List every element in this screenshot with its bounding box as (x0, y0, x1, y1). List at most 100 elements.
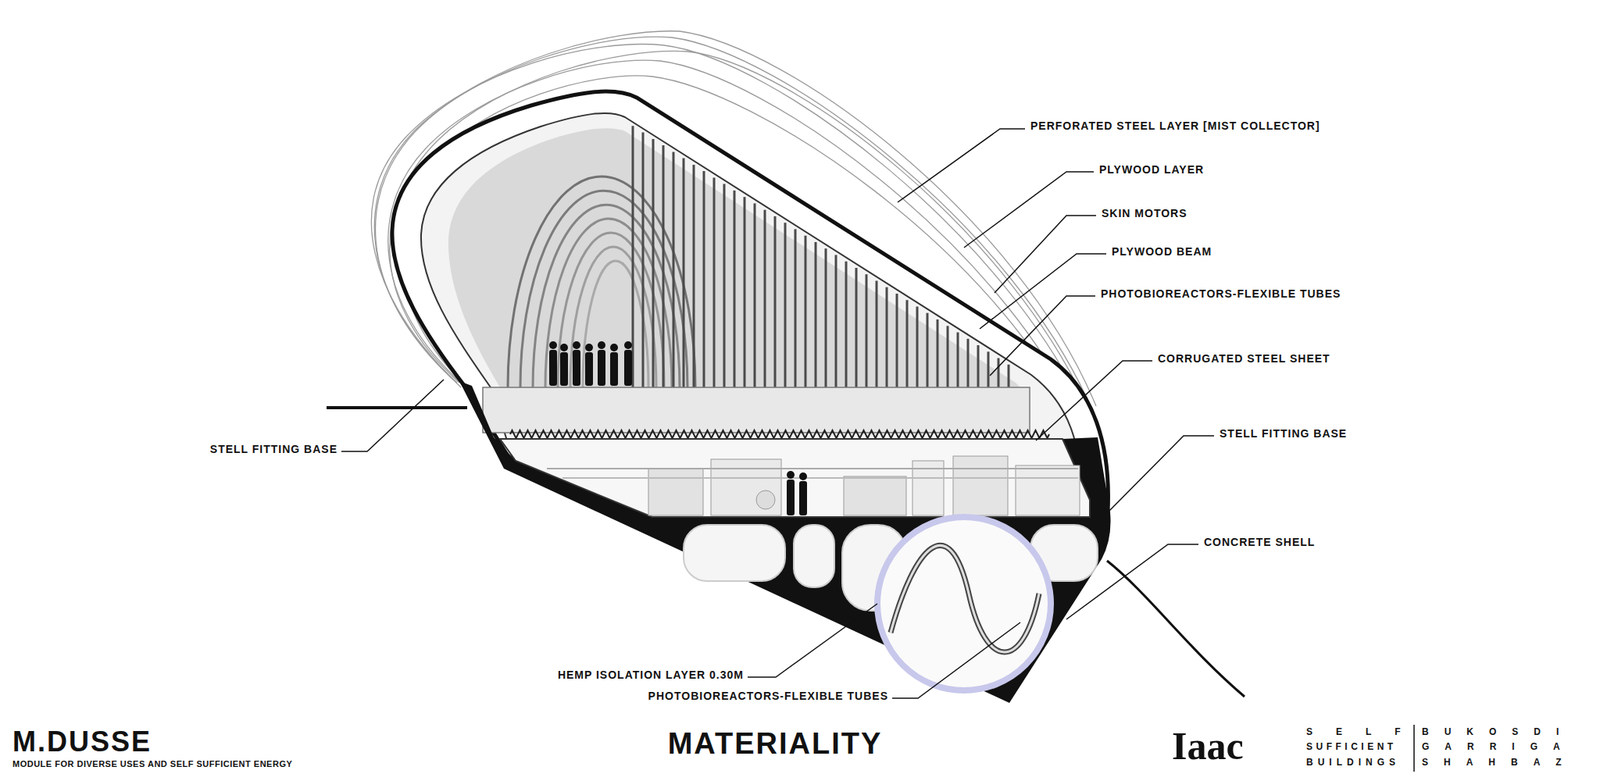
photobioreactor-tube (890, 545, 1040, 653)
author-name: GARRIGA (1421, 742, 1576, 753)
leader-lines (989, 296, 1096, 376)
hall-floor (482, 387, 1030, 433)
corrugated-sheet (510, 430, 1050, 439)
leader-lines (1066, 544, 1199, 620)
people-silhouettes (597, 350, 606, 386)
photobioreactor-tube (890, 545, 1040, 653)
plywood-beams (835, 254, 838, 388)
hall-interior (448, 128, 1021, 388)
program-name: BUILDINGS (1306, 757, 1400, 768)
plywood-beams (713, 177, 716, 388)
hall-interior (448, 128, 1021, 388)
plywood-beams (662, 145, 665, 388)
project-subtitle: MODULE FOR DIVERSE USES AND SELF SUFFICI… (12, 759, 293, 769)
insulation-chambers (683, 517, 1098, 691)
plywood-beams (794, 228, 797, 388)
people-silhouettes (585, 343, 593, 352)
plywood-beams (753, 203, 757, 388)
leader-lines (1107, 435, 1215, 514)
plywood-beams (682, 158, 686, 388)
vault-arches (507, 176, 696, 388)
callout-label: PERFORATED STEEL LAYER [MIST COLLECTOR] (1030, 120, 1321, 133)
corrugated-sheet (510, 430, 1050, 439)
callout-label: PLYWOOD LAYER (1099, 164, 1204, 176)
ground-lines (326, 406, 468, 410)
sheet-title: MATERIALITY (667, 728, 883, 761)
ground-lines (1107, 560, 1245, 697)
people-silhouettes (572, 350, 581, 386)
plywood-beams (814, 242, 818, 388)
plywood-beams (784, 222, 787, 388)
vault-arches (507, 176, 696, 388)
plywood-beams (845, 261, 848, 388)
author-name: BUKOSDI (1421, 727, 1575, 738)
people-silhouettes (585, 352, 593, 386)
leader-lines (964, 171, 1094, 248)
plywood-beams (652, 139, 655, 388)
ground-lines (326, 407, 1245, 697)
callout-label: PHOTOBIOREACTORS-FLEXIBLE TUBES (648, 690, 889, 703)
program-name: SELF (1306, 727, 1425, 738)
project-name: M.DUSSE (12, 726, 152, 758)
plywood-beams (916, 307, 919, 389)
people-silhouettes (549, 350, 558, 386)
mechanical-room (500, 439, 1090, 518)
people-silhouettes (624, 350, 633, 386)
plywood-beams (957, 332, 960, 389)
author-name: SHAHBAZ (1421, 757, 1578, 768)
plywood-beams (632, 125, 1009, 388)
people-silhouettes (799, 472, 808, 481)
logo: Iaac (1171, 725, 1244, 768)
plywood-beams (764, 210, 767, 388)
plywood-beams (1007, 364, 1011, 388)
people-silhouettes (786, 471, 795, 479)
mechanical-room (500, 439, 1090, 518)
vault-arches (582, 260, 649, 388)
insulation-chambers (793, 525, 835, 588)
plywood-beams (743, 196, 747, 388)
leader-lines (897, 128, 1025, 203)
callout-label: HEMP ISOLATION LAYER 0.30M (557, 669, 744, 682)
leader-lines (979, 253, 1107, 329)
plywood-beams (946, 325, 950, 388)
concrete-shell (459, 381, 1111, 704)
insulation-chambers (683, 525, 786, 582)
people-silhouettes (597, 341, 606, 350)
people-silhouettes (610, 352, 618, 386)
leader-lines (892, 622, 1021, 699)
plywood-beams (926, 313, 929, 388)
plywood-beams (875, 281, 879, 389)
plywood-beams (703, 171, 706, 388)
vault-arches (557, 232, 665, 388)
callout-label: CORRUGATED STEEL SHEET (1157, 353, 1331, 365)
leader-lines (1035, 360, 1153, 441)
plywood-beams (936, 319, 940, 388)
plywood-beams (774, 216, 777, 388)
plywood-beams (977, 345, 980, 388)
plywood-beams (642, 132, 645, 388)
people-silhouettes (572, 341, 581, 350)
plywood-beams (865, 274, 868, 388)
plywood-beams (906, 300, 909, 388)
leader-lines (341, 128, 1215, 699)
callout-label: PLYWOOD BEAM (1111, 246, 1212, 258)
plywood-beams (997, 358, 1000, 389)
vault-arches (532, 204, 680, 388)
plywood-beams (632, 125, 635, 388)
mechanical-room (710, 459, 782, 516)
mechanical-room (1015, 465, 1080, 516)
plywood-beams (804, 235, 808, 388)
people-silhouettes (799, 481, 808, 516)
plywood-beams (692, 164, 696, 388)
people-silhouettes (624, 341, 633, 350)
plywood-beams (723, 184, 726, 388)
plywood-beams (733, 190, 736, 388)
plywood-beams (825, 248, 828, 388)
mechanical-room (843, 476, 907, 516)
plywood-beams (885, 287, 889, 388)
mechanical-room (546, 467, 1079, 470)
plywood-beams (855, 267, 858, 388)
mechanical-room (648, 468, 704, 516)
people-silhouettes (560, 343, 568, 352)
